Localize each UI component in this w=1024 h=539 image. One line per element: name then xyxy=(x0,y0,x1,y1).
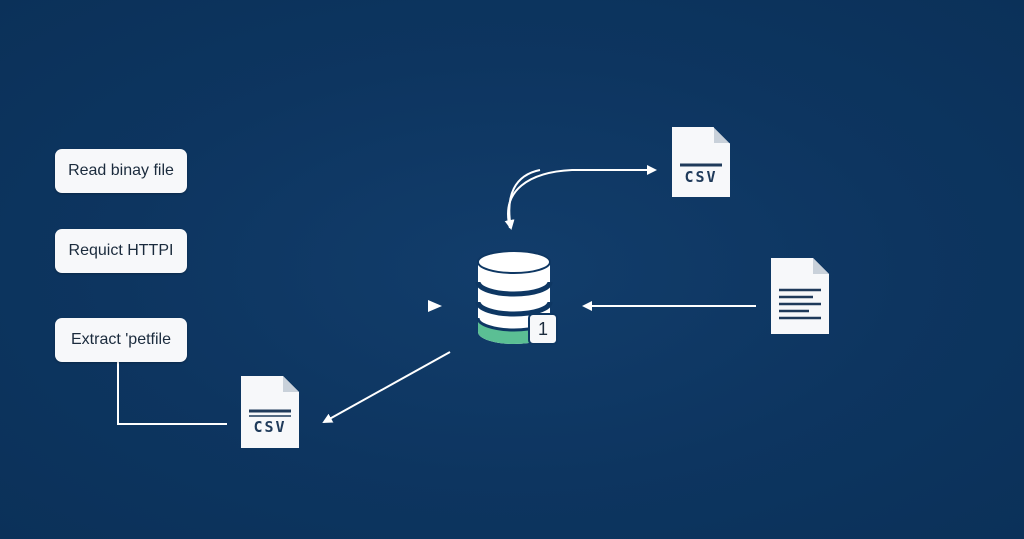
database-badge: 1 xyxy=(528,313,558,345)
csv-label: CSV xyxy=(684,168,718,186)
step-extract-file[interactable]: Extract 'petfile xyxy=(55,318,187,362)
arrow-csv-top-to-db xyxy=(504,169,541,230)
csv-label: CSV xyxy=(253,418,287,436)
step-request-http[interactable]: Requict HTTPI xyxy=(55,229,187,273)
step-label: Extract 'petfile xyxy=(71,331,171,348)
step-label: Requict HTTPI xyxy=(68,242,174,259)
step-label: Read binay file xyxy=(68,162,174,179)
csv-file-icon-bottom[interactable]: CSV xyxy=(239,374,301,450)
step-read-binary-file[interactable]: Read binay file xyxy=(55,149,187,193)
connector-extract-to-csv xyxy=(117,362,227,425)
pointer-into-db xyxy=(428,300,442,312)
arrow-db-to-csv-top xyxy=(507,165,657,229)
badge-count: 1 xyxy=(537,319,548,339)
csv-file-icon-top[interactable]: CSV xyxy=(670,125,732,199)
text-document-icon[interactable] xyxy=(769,256,831,336)
arrow-db-to-csv-bottom xyxy=(322,351,451,423)
